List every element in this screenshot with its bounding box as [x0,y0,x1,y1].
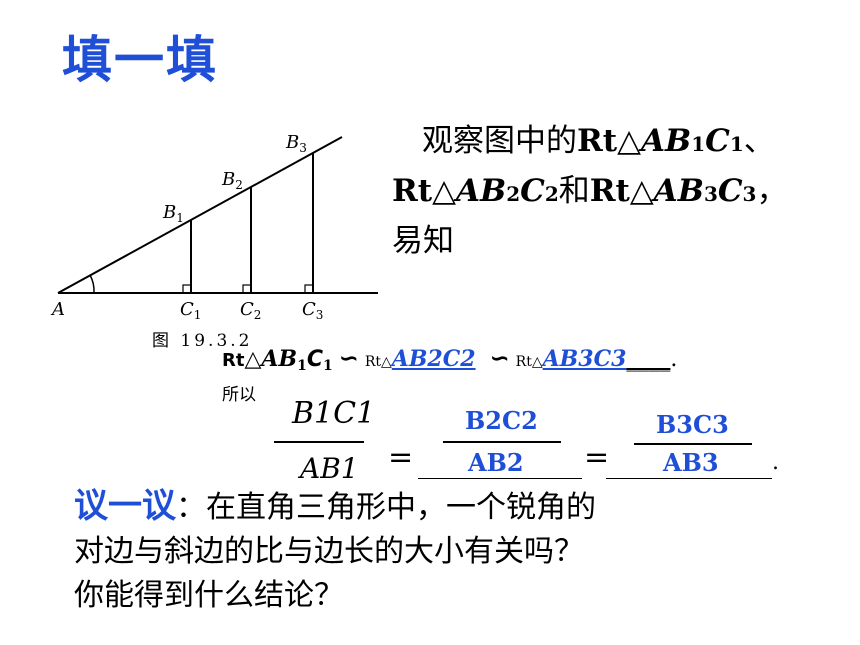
label-c1: C1 [180,299,201,322]
ratio-2-numerator: B2C2 [465,406,538,435]
label-b2: B2 [221,169,243,192]
page-title: 填一填 [62,31,218,89]
label-a: A [50,299,65,320]
blank-line-1 [418,478,582,479]
blank-line-2 [606,478,772,479]
observation-text: 观察图中的Rt△AB1C1、 Rt△AB2C2和Rt△AB3C3， 易知 [392,123,788,259]
ratio-1-bar [274,441,364,443]
discussion-block: 议一议：在直角三角形中，一个锐角的 对边与斜边的比与边长的大小有关吗？ 你能得到… [74,486,596,613]
right-angle-mark-3 [304,284,314,294]
equals-1: = [388,440,414,475]
ratio-3-bar [634,443,752,445]
ratio-1-denominator: AB1 [300,452,359,485]
right-angle-mark-1 [182,284,192,294]
so-label: 所以 [222,385,256,405]
label-c2: C2 [240,299,261,322]
ratio-3-numerator: B3C3 [656,410,729,439]
ratio-2-denominator: AB2 [468,448,524,477]
answer-ab2c2: AB2C2 [391,346,476,372]
discussion-label: 议一议 [74,486,176,526]
angle-arc [89,274,95,294]
ratio-period: . [772,450,779,475]
similarity-statement: Rt△AB1C1∽Rt△AB2C2∽Rt△AB3C3____. [222,344,678,374]
ratio-1-numerator: B1C1 [292,396,376,431]
triangle-figure: A B1 B2 B3 C1 C2 C3 [50,132,378,322]
label-b3: B3 [285,132,307,155]
figure-caption: 图 19.3.2 [152,331,253,351]
equals-2: = [584,440,610,475]
label-b1: B1 [162,202,184,225]
hypotenuse-line [57,136,343,294]
ratio-2-bar [443,441,561,443]
answer-ab3c3: AB3C3 [542,346,627,372]
ratio-3-denominator: AB3 [663,448,719,477]
label-c3: C3 [302,299,323,322]
right-angle-mark-2 [242,284,252,294]
